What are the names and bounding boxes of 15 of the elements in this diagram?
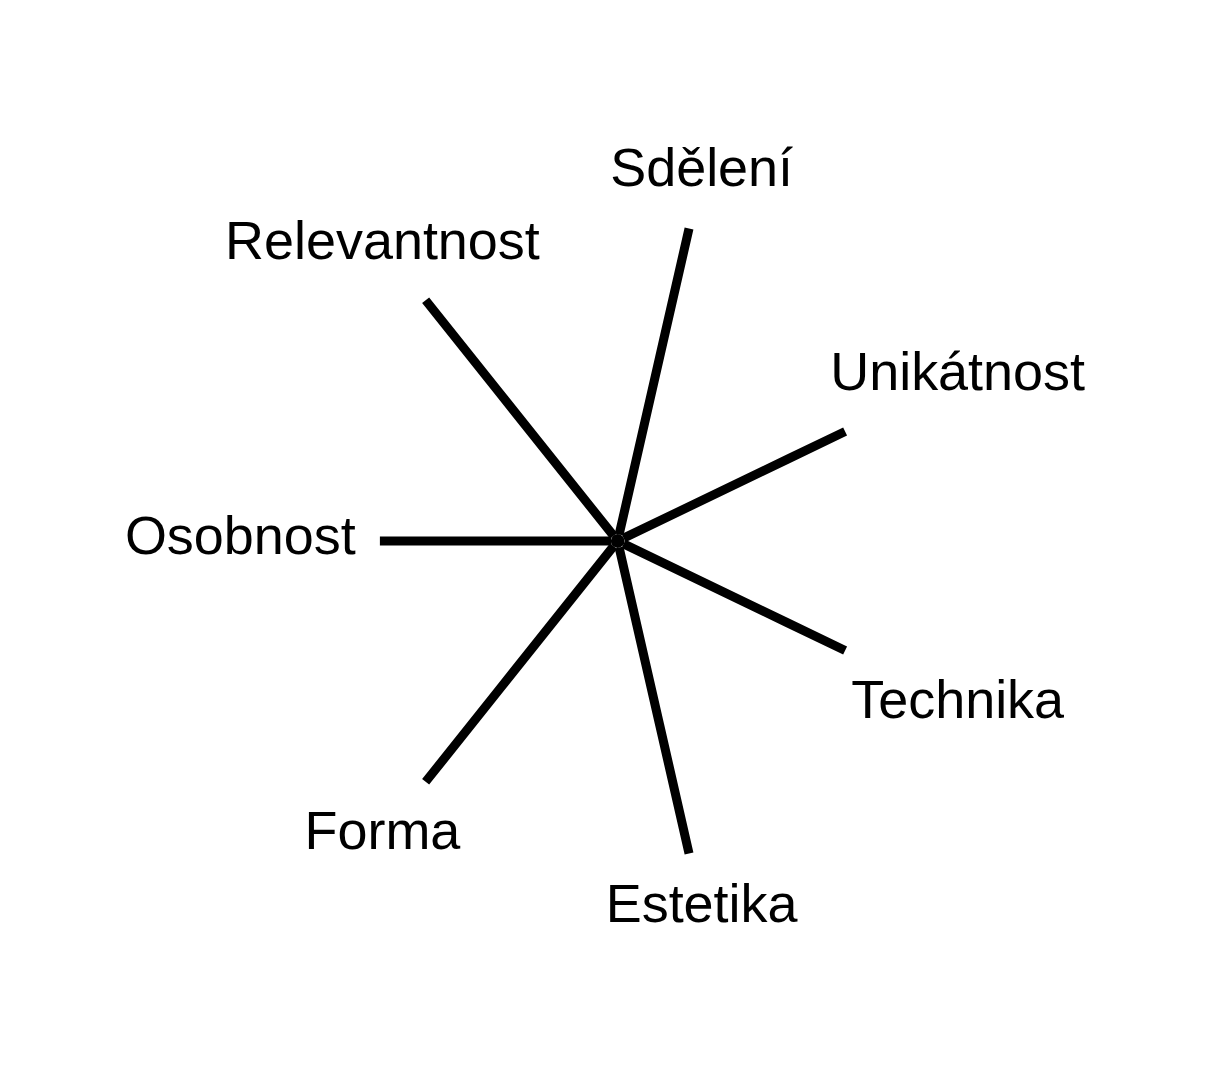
node-text: Relevantnost [225, 210, 540, 271]
node-text: Technika [851, 668, 1065, 729]
connector [621, 427, 848, 543]
connector [614, 227, 694, 536]
node-text: Sdělení [610, 137, 794, 198]
node-point [610, 534, 625, 548]
node-text: Unikátnost [830, 341, 1086, 402]
connector [621, 539, 848, 655]
connector [422, 297, 618, 539]
connector [422, 543, 618, 785]
connector [614, 546, 694, 855]
connector [379, 536, 612, 546]
node-text: Osobnost [124, 505, 356, 566]
node-text: Estetika [605, 873, 798, 934]
node-text: Forma [304, 800, 461, 861]
